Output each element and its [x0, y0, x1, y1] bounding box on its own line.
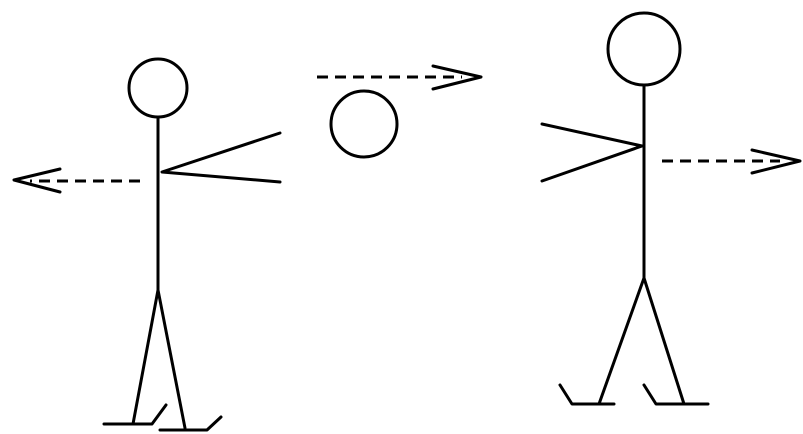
left-skater: [104, 59, 280, 430]
left-skater-right-leg: [158, 290, 185, 428]
left-skater-left-leg: [133, 290, 158, 424]
dashed-arrow-left-icon: [14, 169, 140, 192]
right-skater-head: [608, 13, 680, 85]
right-skater-left-leg: [599, 278, 644, 404]
right-skater-arms: [542, 124, 642, 181]
dashed-arrow-right-icon: [662, 150, 800, 173]
dashed-arrow-right-icon: [317, 66, 481, 89]
left-skater-arms: [162, 133, 280, 182]
ball-icon: [331, 91, 397, 157]
right-skater-right-leg: [644, 278, 684, 404]
skate-icon: [644, 385, 708, 404]
right-skater: [542, 13, 708, 404]
skate-icon: [160, 417, 221, 430]
left-skater-head: [129, 59, 187, 117]
